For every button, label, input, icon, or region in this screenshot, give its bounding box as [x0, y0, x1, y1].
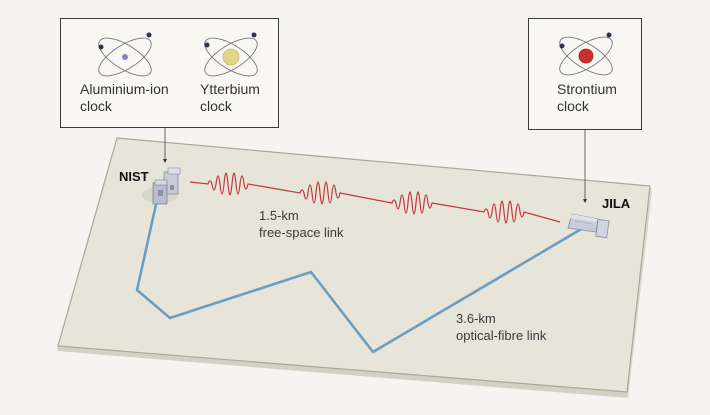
plate-edge-right: [627, 186, 652, 398]
nist-device-icon: [142, 167, 181, 205]
ytterbium-atom-icon: [204, 32, 258, 77]
jila-device-icon: [567, 213, 610, 239]
jila-site-label: JILA: [602, 196, 631, 211]
plate-edge: [57, 346, 628, 398]
nist-site-label: NIST: [119, 169, 149, 184]
aluminium-atom-icon: [98, 32, 152, 77]
optical-fibre-link: [135, 199, 584, 354]
strontium-clock-label: Strontium clock: [557, 81, 617, 114]
jila-connector-arrow: [583, 130, 587, 203]
nist-clocks-box: [60, 18, 279, 128]
strontium-atom-icon: [559, 32, 613, 76]
nist-connector-arrow: [163, 128, 167, 163]
free-space-link: [189, 172, 561, 224]
free-space-link-label: 1.5-km free-space link: [259, 208, 344, 240]
ytterbium-clock-label: Ytterbium clock: [200, 81, 260, 114]
aluminium-clock-label: Aluminium-ion clock: [80, 81, 169, 114]
jila-clock-box: [528, 18, 642, 130]
optical-fibre-link-label: 3.6-km optical-fibre link: [456, 311, 547, 343]
